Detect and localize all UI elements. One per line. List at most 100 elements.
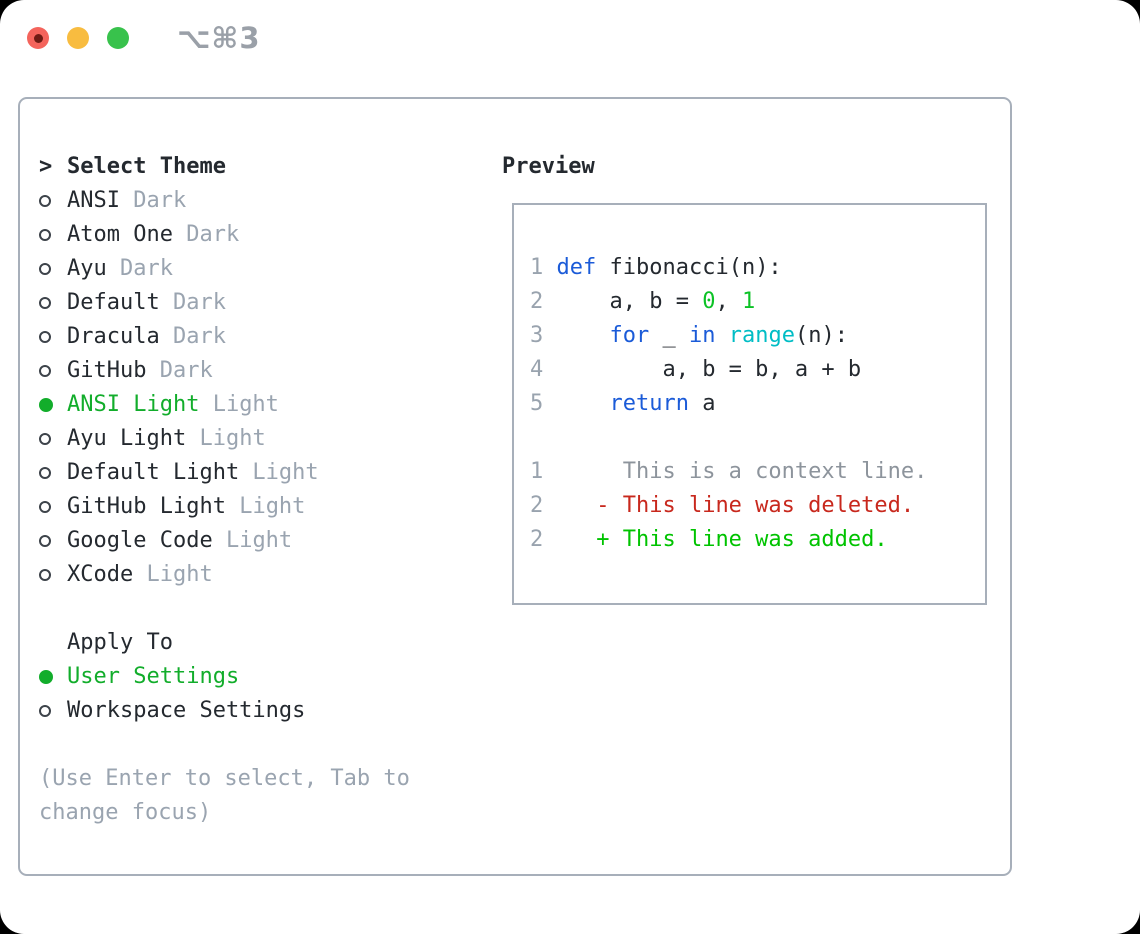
window-title: ⌥⌘3 xyxy=(177,20,261,55)
line-number: 2 xyxy=(530,527,557,552)
radio-icon xyxy=(39,535,67,547)
theme-item[interactable]: Default Light Light xyxy=(39,456,479,490)
code-token: 0 xyxy=(702,289,716,314)
radio-icon xyxy=(39,263,67,275)
theme-variant: Dark xyxy=(159,324,226,349)
theme-name: Atom One xyxy=(67,222,173,247)
code-token: This is a context line. xyxy=(556,459,928,484)
code-line: 4 a, b = b, a + b xyxy=(530,353,985,387)
code-token: _ xyxy=(649,323,689,348)
theme-variant: Light xyxy=(133,562,213,587)
radio-icon xyxy=(39,501,67,513)
theme-variant: Dark xyxy=(172,222,240,247)
code-line: 5 return a xyxy=(530,387,985,421)
prompt-icon: > xyxy=(39,154,53,179)
selected-radio-icon xyxy=(39,398,67,412)
apply-to-option[interactable]: User Settings xyxy=(39,660,479,694)
code-token: range xyxy=(728,323,795,348)
theme-name: Default xyxy=(67,290,160,315)
hint-text: (Use Enter to select, Tab to change focu… xyxy=(39,766,410,825)
radio-icon xyxy=(39,229,67,241)
spacer xyxy=(39,592,479,626)
code-line: 1 def fibonacci(n): xyxy=(530,251,985,285)
code-line xyxy=(530,421,985,455)
radio-icon xyxy=(39,297,67,309)
theme-item[interactable]: ANSI Dark xyxy=(39,184,479,218)
theme-name: XCode xyxy=(67,562,134,587)
theme-item[interactable]: Default Dark xyxy=(39,286,479,320)
line-number: 1 xyxy=(530,255,557,280)
code-token: in xyxy=(688,323,716,348)
radio-icon xyxy=(39,467,67,479)
code-token: - This line was deleted. xyxy=(556,493,915,518)
preview-title: Preview xyxy=(502,154,595,179)
code-line: 2 a, b = 0, 1 xyxy=(530,285,985,319)
code-line: 3 for _ in range(n): xyxy=(530,319,985,353)
theme-variant: Dark xyxy=(146,358,213,383)
theme-variant: Light xyxy=(225,494,306,519)
code-token: , xyxy=(715,289,742,314)
code-token: 1 xyxy=(741,289,756,314)
code-token: for xyxy=(609,323,650,348)
code-line: 2 + This line was added. xyxy=(530,523,985,557)
close-button[interactable] xyxy=(27,27,49,49)
theme-variant: Light xyxy=(186,426,266,451)
line-number: 2 xyxy=(530,289,557,314)
window-titlebar: ⌥⌘3 xyxy=(27,20,261,55)
code-token xyxy=(715,323,728,348)
theme-item[interactable]: Dracula Dark xyxy=(39,320,479,354)
theme-name: Ayu Light xyxy=(67,426,187,451)
minimize-button[interactable] xyxy=(67,27,89,49)
theme-name: ANSI Light xyxy=(67,392,200,417)
radio-icon xyxy=(39,569,67,581)
theme-item[interactable]: XCode Light xyxy=(39,558,479,592)
apply-to-option[interactable]: Workspace Settings xyxy=(39,694,479,728)
theme-variant: Dark xyxy=(159,290,226,315)
theme-item[interactable]: Ayu Light Light xyxy=(39,422,479,456)
code-token xyxy=(557,391,610,416)
theme-item[interactable]: GitHub Dark xyxy=(39,354,479,388)
theme-variant: Dark xyxy=(106,256,173,281)
theme-name: Ayu xyxy=(67,256,107,281)
code-token: a, b = b, a + b xyxy=(556,357,862,382)
apply-to-header: Apply To xyxy=(39,626,479,660)
maximize-button[interactable] xyxy=(107,27,129,49)
apply-to-title: Apply To xyxy=(67,630,173,655)
theme-name: Default Light xyxy=(67,460,240,485)
line-number: 1 xyxy=(530,459,557,484)
theme-variant: Light xyxy=(239,460,319,485)
theme-name: GitHub xyxy=(67,358,147,383)
theme-item[interactable]: GitHub Light Light xyxy=(39,490,479,524)
radio-icon xyxy=(39,433,67,445)
radio-icon xyxy=(39,365,67,377)
radio-icon xyxy=(39,331,67,343)
radio-icon xyxy=(39,195,67,207)
theme-name: Dracula xyxy=(67,324,160,349)
code-token: fibonacci(n): xyxy=(596,255,782,280)
code-token: a xyxy=(688,391,716,416)
line-number: 2 xyxy=(530,493,557,518)
code-token: + This line was added. xyxy=(556,527,888,552)
theme-variant: Dark xyxy=(119,188,187,213)
theme-item[interactable]: Atom One Dark xyxy=(39,218,479,252)
radio-icon xyxy=(39,705,67,717)
code-token xyxy=(557,323,610,348)
theme-name: GitHub Light xyxy=(67,494,226,519)
apply-to-option-label: Workspace Settings xyxy=(67,698,306,723)
theme-item[interactable]: Ayu Dark xyxy=(39,252,479,286)
select-theme-title: Select Theme xyxy=(67,154,226,179)
apply-to-option-label: User Settings xyxy=(67,664,240,689)
code-token: a, b = xyxy=(556,289,703,314)
code-token: return xyxy=(609,391,689,416)
code-token: def xyxy=(556,255,597,280)
theme-item[interactable]: ANSI Light Light xyxy=(39,388,479,422)
code-token: (n): xyxy=(794,323,848,348)
line-number: 4 xyxy=(530,357,557,382)
theme-item[interactable]: Google Code Light xyxy=(39,524,479,558)
code-line: 2 - This line was deleted. xyxy=(530,489,985,523)
line-number: 3 xyxy=(530,323,557,348)
